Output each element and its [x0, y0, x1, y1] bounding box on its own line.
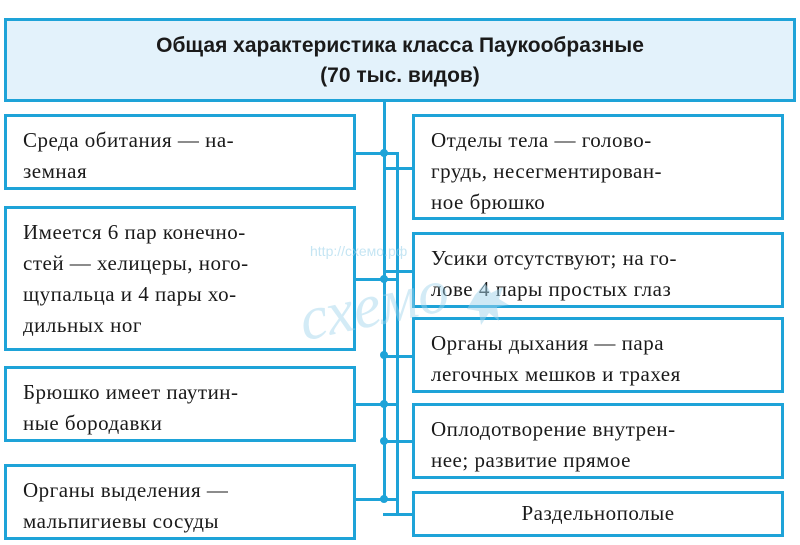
box-text-line: грудь, несегментирован- [431, 159, 663, 183]
box-text-line: Имеется 6 пар конечно- [23, 220, 246, 244]
connector-left-2 [354, 278, 399, 281]
connector-right-4 [383, 440, 414, 443]
box-text-line: земная [23, 159, 88, 183]
right-box-fertilization: Оплодотворение внутрен- нее; развитие пр… [412, 403, 784, 479]
box-text-line: щупальца и 4 пары хо- [23, 282, 237, 306]
junction-dot [380, 437, 388, 445]
box-text-line: легочных мешков и трахея [431, 362, 681, 386]
left-box-excretion: Органы выделения — мальпигиевы сосуды [4, 464, 356, 540]
box-text-line: Раздельнополые [521, 501, 675, 525]
box-text-line: Усики отсутствуют; на го- [431, 246, 677, 270]
connector-left-3 [354, 403, 399, 406]
junction-dot [380, 495, 388, 503]
connector-right-2 [383, 270, 414, 273]
box-text-line: дильных ног [23, 313, 142, 337]
right-box-dioecious: Раздельнополые [412, 491, 784, 537]
box-text-line: ное брюшко [431, 190, 546, 214]
connector-right-3 [383, 355, 414, 358]
box-text-line: Брюшко имеет паутин- [23, 380, 239, 404]
box-text-line: ные бородавки [23, 411, 163, 435]
box-text-line: Оплодотворение внутрен- [431, 417, 676, 441]
box-text-line: Среда обитания — на- [23, 128, 235, 152]
title-box: Общая характеристика класса Паукообразны… [4, 18, 796, 102]
box-text-line: стей — хелицеры, ного- [23, 251, 249, 275]
right-box-antennae: Усики отсутствуют; на го- лове 4 пары пр… [412, 232, 784, 308]
right-box-respiration: Органы дыхания — пара легочных мешков и … [412, 317, 784, 393]
left-box-habitat: Среда обитания — на- земная [4, 114, 356, 190]
main-vertical-connector [383, 102, 386, 500]
connector-right-1 [383, 167, 414, 170]
box-text-line: нее; развитие прямое [431, 448, 631, 472]
junction-dot [380, 275, 388, 283]
box-text-line: Отделы тела — голово- [431, 128, 652, 152]
junction-dot [380, 351, 388, 359]
title-main: Общая характеристика класса Паукообразны… [156, 34, 644, 57]
box-text-line: мальпигиевы сосуды [23, 509, 219, 533]
junction-dot [380, 149, 388, 157]
right-box-body-parts: Отделы тела — голово- грудь, несегментир… [412, 114, 784, 220]
left-box-limbs: Имеется 6 пар конечно- стей — хелицеры, … [4, 206, 356, 351]
box-text-line: Органы выделения — [23, 478, 229, 502]
connector-left-4 [354, 498, 399, 501]
connector-left-1 [354, 152, 399, 155]
left-box-abdomen: Брюшко имеет паутин- ные бородавки [4, 366, 356, 442]
title-subtitle: (70 тыс. видов) [320, 64, 480, 87]
box-text-line: Органы дыхания — пара [431, 331, 665, 355]
box-text-line: лове 4 пары простых глаз [431, 277, 672, 301]
connector-right-5 [383, 513, 414, 516]
junction-dot [380, 400, 388, 408]
right-vertical-connector [396, 153, 399, 515]
